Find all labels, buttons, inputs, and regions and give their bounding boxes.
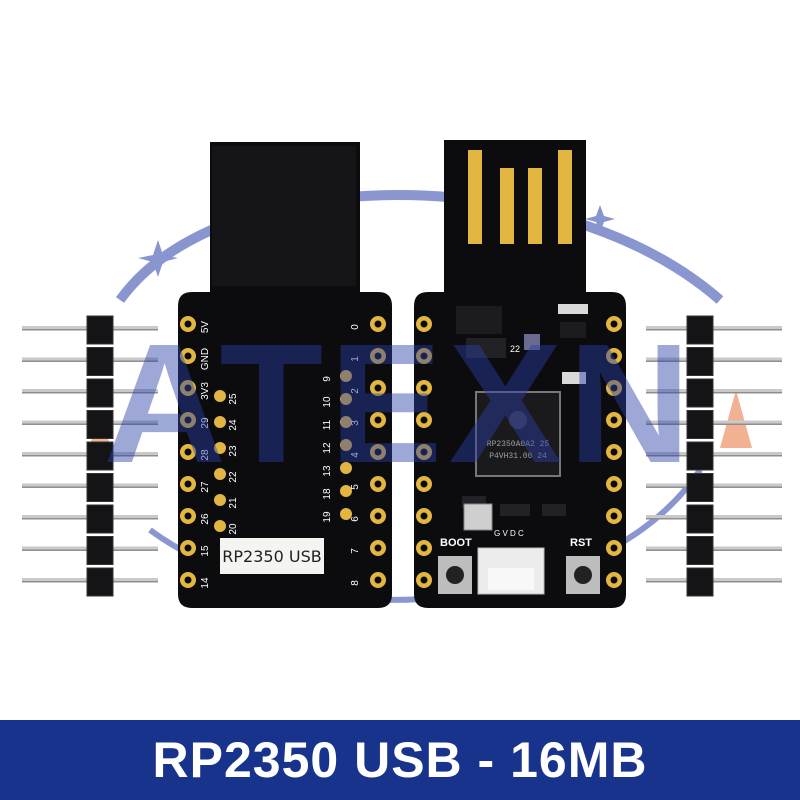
- pin-label: 7: [350, 548, 361, 554]
- header-block: [686, 315, 714, 345]
- inner-pad: [340, 508, 352, 520]
- inner-pad: [214, 416, 226, 428]
- pin-label: 27: [200, 481, 211, 493]
- pin-label: 8: [350, 580, 361, 586]
- header-block: [686, 473, 714, 502]
- banner-title: RP2350 USB - 16MB: [152, 732, 648, 788]
- pin-label: 18: [322, 488, 333, 500]
- title-banner: RP2350 USB - 16MB: [0, 720, 800, 800]
- chip-marking-2: P4VH31.00 24: [489, 452, 547, 461]
- pin-label: GND: [200, 348, 211, 370]
- led-label: 22: [510, 344, 520, 354]
- inner-pad: [214, 520, 226, 532]
- reset-button: [566, 556, 600, 594]
- inner-pad: [340, 439, 352, 451]
- boot-label: BOOT: [440, 537, 472, 549]
- header-block: [86, 504, 114, 534]
- pin-label: 20: [228, 523, 239, 535]
- header-block: [686, 378, 714, 408]
- boot-button: [438, 556, 472, 594]
- port-label: G V D C: [494, 529, 524, 538]
- pin-label: 4: [350, 452, 361, 458]
- header-block: [686, 410, 714, 439]
- watermark-text: ATEXN: [103, 309, 697, 499]
- header-pin: [646, 357, 782, 362]
- header-block: [86, 410, 114, 439]
- pin-header-right: [646, 315, 782, 597]
- header-block: [686, 504, 714, 534]
- pin-label: 3V3: [200, 382, 211, 400]
- pin-label: 26: [200, 513, 211, 525]
- inner-pad: [214, 390, 226, 402]
- header-pin: [646, 420, 782, 425]
- inner-pad: [340, 462, 352, 474]
- header-block: [86, 347, 114, 376]
- watermark-letters: ATEXN: [103, 309, 697, 499]
- pin-label: 5V: [200, 321, 211, 334]
- pin-label: 15: [200, 545, 211, 557]
- inner-pad: [214, 468, 226, 480]
- pin-label: 25: [228, 393, 239, 405]
- pin-label: 2: [350, 388, 361, 394]
- header-block: [686, 567, 714, 597]
- pin-label: 1: [350, 356, 361, 362]
- pin-label: 13: [322, 465, 333, 477]
- inner-pad: [214, 494, 226, 506]
- pin-label: 9: [322, 376, 333, 382]
- pin-label: 29: [200, 417, 211, 429]
- rst-label: RST: [570, 537, 592, 549]
- pin-label: 10: [322, 396, 333, 408]
- header-pin: [646, 389, 782, 393]
- header-block: [86, 378, 114, 408]
- inner-pad: [340, 485, 352, 497]
- header-pin: [646, 515, 782, 519]
- inner-pad: [340, 416, 352, 428]
- header-block: [686, 536, 714, 565]
- header-block: [86, 473, 114, 502]
- pin-label: 5: [350, 484, 361, 490]
- pin-label: 6: [350, 516, 361, 522]
- header-pin: [646, 452, 782, 456]
- inner-pad: [340, 370, 352, 382]
- header-block: [86, 536, 114, 565]
- pin-header-left: [22, 315, 158, 597]
- watermark-star: [585, 205, 615, 233]
- pin-label: 12: [322, 442, 333, 454]
- header-block: [686, 441, 714, 471]
- pin-label: 21: [228, 497, 239, 509]
- pin-label: 28: [200, 449, 211, 461]
- header-pin: [646, 578, 782, 582]
- usb-contacts: [468, 150, 572, 244]
- front-board: 22 RP2350A0A2 25 P4VH31.00 24 BOOT RST G…: [414, 140, 626, 608]
- pin-label: 3: [350, 420, 361, 426]
- header-block: [86, 567, 114, 597]
- pin-label: 14: [200, 577, 211, 589]
- pin-label: 19: [322, 511, 333, 523]
- inner-pad: [214, 442, 226, 454]
- inner-pad: [340, 393, 352, 405]
- header-pin: [646, 326, 782, 330]
- watermark-star: [138, 240, 178, 277]
- rp2350-chip: RP2350A0A2 25 P4VH31.00 24: [475, 391, 561, 477]
- pin-label: 22: [228, 471, 239, 483]
- board-label-box: [220, 538, 324, 574]
- board-label: RP2350 USB: [222, 547, 321, 566]
- pin-label: 24: [228, 419, 239, 431]
- chip-marking-1: RP2350A0A2 25: [487, 440, 550, 449]
- pin-label: 23: [228, 445, 239, 457]
- header-block: [86, 315, 114, 345]
- crystal: [463, 503, 493, 531]
- header-pin: [646, 546, 782, 551]
- header-block: [686, 347, 714, 376]
- pin-label: 0: [350, 324, 361, 330]
- header-block: [86, 441, 114, 471]
- header-pin: [646, 483, 782, 488]
- raspberry-logo-icon: [509, 411, 527, 429]
- pin-label: 11: [322, 419, 333, 430]
